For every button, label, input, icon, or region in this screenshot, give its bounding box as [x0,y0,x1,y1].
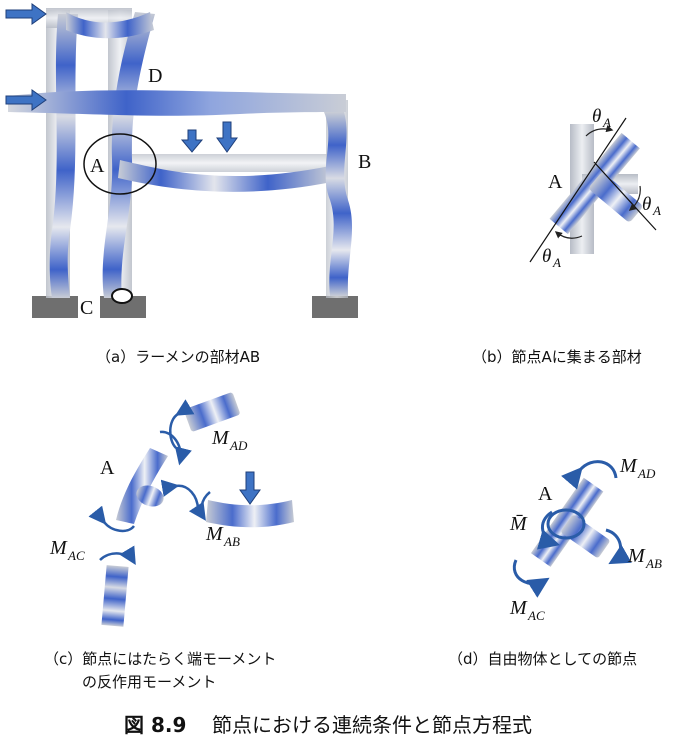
panel-b-joint: A θ A θ A θ A [529,106,661,270]
theta-label-top: θ A [592,106,611,130]
svg-text:AC: AC [67,548,85,563]
svg-text:A: A [652,203,661,218]
panel-a-frame: D A B C [5,3,371,319]
load-arrow-down-2 [216,121,238,153]
moment-label-c-AB: M AB [205,523,240,549]
svg-text:M: M [49,537,68,559]
svg-text:M: M [627,545,646,567]
member-AD-c [184,392,240,432]
support-right [312,296,358,318]
theta-arc-bottom [554,231,583,239]
panel-d-free-joint: A M̄ M AD M AB M AC [509,455,662,623]
rotated-beam-b [589,173,642,222]
caption-c-line2: の反作用モーメント [82,673,216,691]
label-A: A [90,155,105,177]
support-left [32,296,78,318]
label-d-Mbar: M̄ [509,513,528,535]
theta-label-right: θ A [642,194,661,218]
figure-title: 節点における連続条件と節点方程式 [212,713,532,737]
label-D: D [148,65,162,87]
svg-text:M: M [509,597,528,619]
load-arrow-c [239,471,261,505]
member-AC-c [101,565,129,627]
moment-arrow-d-AC [512,559,550,598]
caption-b: （b）節点Aに集まる部材 [472,348,642,366]
joint-node-c [136,485,164,507]
label-c-A: A [100,457,115,479]
svg-text:AD: AD [637,466,656,481]
caption-a: （a）ラーメンの部材AB [96,348,260,366]
svg-text:AB: AB [223,534,240,549]
rotation-line-1 [529,117,627,263]
moment-pair-AB [160,479,211,521]
svg-text:θ: θ [592,106,601,127]
caption-c-line1: （c）節点にはたらく端モーメント [44,650,276,668]
joint-node-d [546,508,586,540]
member-AB-c [206,500,294,528]
svg-text:AB: AB [645,556,662,571]
moment-label-c-AC: M AC [49,537,85,563]
deformed-column-left [49,14,78,298]
svg-text:θ: θ [542,246,551,267]
label-d-A: A [538,483,553,505]
deformed-beam-top [66,12,154,39]
moment-label-c-AD: M AD [211,427,248,453]
deformed-beam-D [8,90,346,116]
load-arrow-top-left [5,3,47,25]
label-B: B [358,151,371,173]
svg-text:M: M [205,523,224,545]
label-b-A: A [548,171,563,193]
svg-text:AC: AC [527,608,545,623]
svg-text:θ: θ [642,194,651,215]
label-C: C [80,297,93,319]
moment-label-d-AC: M AC [509,597,545,623]
moment-pair-AC [88,505,136,565]
moment-label-d-AD: M AD [619,455,656,481]
theta-arc-right [628,185,641,211]
moment-pair-AD [159,399,195,466]
support-middle [100,296,146,318]
joint-A-highlight-circle [83,133,157,195]
theta-arc-top [585,125,614,137]
svg-text:A: A [602,115,611,130]
load-arrow-down-1 [180,129,204,153]
deformed-beam-AB [118,160,332,192]
deformed-column-right [324,112,353,296]
moment-arrow-d-Mbar [536,510,561,550]
original-beam-AB [122,154,342,172]
load-arrow-mid-left [5,89,47,111]
svg-text:A: A [552,255,561,270]
svg-text:M: M [211,427,230,449]
svg-text:AD: AD [229,438,248,453]
joint-piece-c [116,448,168,524]
rotation-line-2 [593,161,657,231]
deformed-column-middle [102,12,155,298]
caption-d: （d）自由物体としての節点 [448,650,637,668]
theta-label-bottom: θ A [542,246,561,270]
panel-c-free-bodies: A M AD M AB M AC [49,392,294,627]
moment-label-d-AB: M AB [627,545,662,571]
pin-support-C [111,288,133,304]
svg-text:M: M [619,455,638,477]
moment-arrow-d-AB [605,528,632,565]
figure-number: 図 8.9 [124,713,186,737]
joint-beam-d [561,515,610,558]
moment-arrow-d-AD [561,460,618,490]
